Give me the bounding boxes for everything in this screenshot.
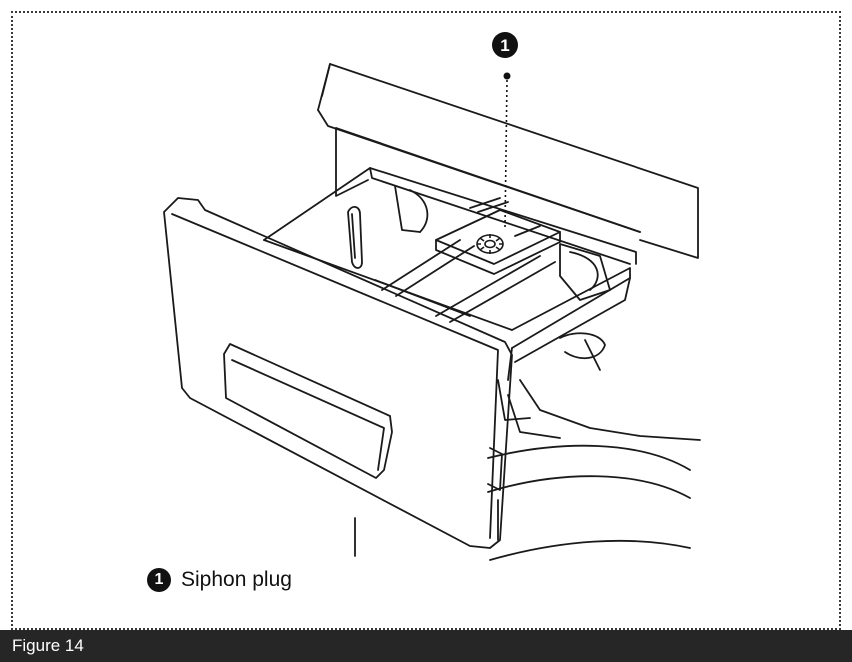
machine-top-panel — [317, 63, 699, 259]
drawer-front — [163, 197, 513, 549]
legend: 1 Siphon plug — [147, 568, 292, 592]
detergent-drawer-illustration: 1 — [163, 32, 701, 561]
callout-leader — [504, 79, 508, 229]
compartment-dividers — [374, 239, 556, 323]
legend-label: Siphon plug — [181, 568, 292, 591]
drawer-body — [263, 167, 637, 381]
siphon-plug — [476, 234, 504, 254]
callout-badge — [492, 32, 518, 58]
softener-slot — [347, 206, 363, 269]
inner-details — [394, 185, 611, 371]
callout-anchor-dot — [503, 72, 511, 80]
legend-badge: 1 — [147, 568, 171, 592]
machine-opening — [335, 127, 701, 441]
callout-1: 1 — [492, 32, 518, 229]
door-curves — [354, 444, 691, 561]
figure-caption: Figure 14 — [12, 636, 84, 655]
siphon-cap — [435, 197, 561, 275]
callout-number: 1 — [500, 36, 509, 55]
caption-bar: Figure 14 — [0, 630, 852, 662]
figure-frame — [11, 11, 841, 630]
